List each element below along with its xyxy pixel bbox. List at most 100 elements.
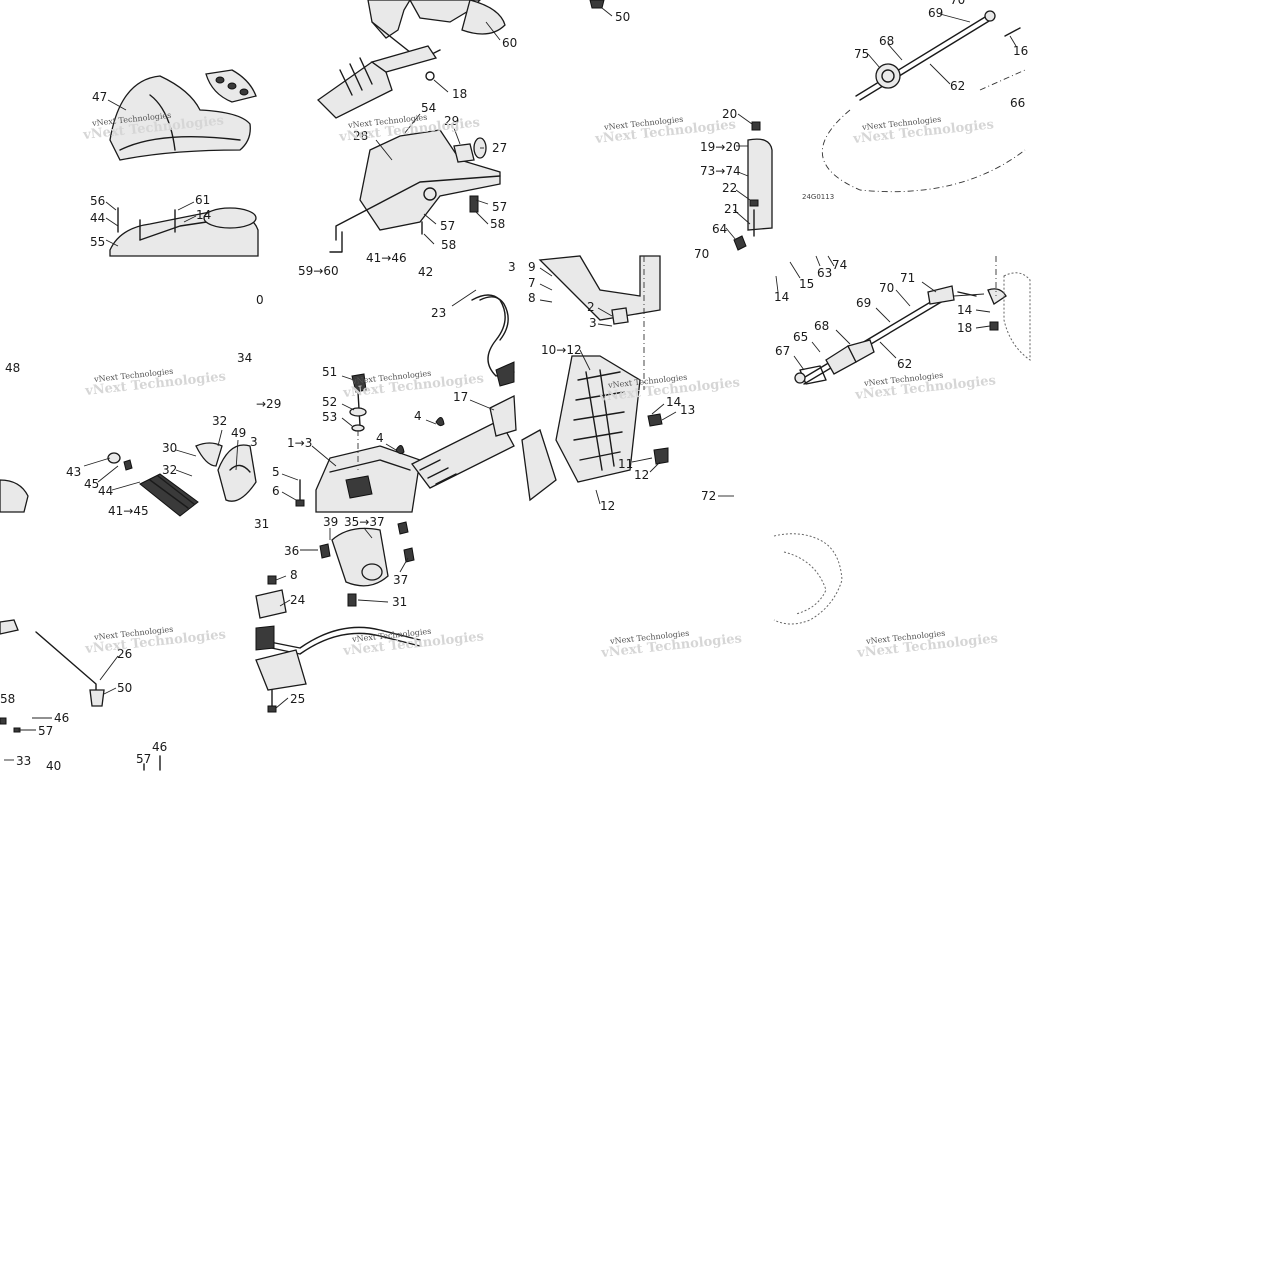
- handle-grip: [107, 452, 199, 517]
- callout-14: 14: [957, 303, 972, 317]
- callout-29: 29: [444, 114, 459, 128]
- callout-9: 9: [528, 260, 536, 274]
- callout-33: 33: [16, 754, 31, 768]
- callout-55: 55: [90, 235, 105, 249]
- callout-44: 44: [98, 484, 113, 498]
- callout-25: 25: [290, 692, 305, 706]
- callout-0: 0: [256, 293, 264, 307]
- callout-58: 58: [490, 217, 505, 231]
- callout-22: 22: [722, 181, 737, 195]
- callout-28: 28: [353, 129, 368, 143]
- callout-37: 37: [393, 573, 408, 587]
- left-foot-pad-edge: [0, 479, 29, 513]
- callout-6: 6: [272, 484, 280, 498]
- callout-12: 12: [600, 499, 615, 513]
- steering-bracket: [329, 129, 501, 253]
- callout-29: →29: [256, 397, 281, 411]
- callout-32: 32: [212, 414, 227, 428]
- callout-70: 70: [694, 247, 709, 261]
- grip-pad: [205, 69, 257, 103]
- throttle-lever: [195, 442, 257, 502]
- callout-23: 23: [431, 306, 446, 320]
- callout-8: 8: [290, 568, 298, 582]
- steering-cable-top: [822, 10, 1026, 193]
- callout-61: 61: [195, 193, 210, 207]
- watermark: vNext Technologies vNext Technologies: [84, 367, 227, 399]
- callout-56: 56: [90, 194, 105, 208]
- callout-47: 47: [92, 90, 107, 104]
- callout-69: 69: [856, 296, 871, 310]
- watermark: vNext Technologies vNext Technologies: [852, 115, 995, 147]
- watermark: vNext Technologies vNext Technologies: [84, 625, 227, 657]
- callout-67: 67: [775, 344, 790, 358]
- callout-10-12: 10→12: [541, 343, 582, 357]
- callout-5: 5: [272, 465, 280, 479]
- callout-45: 45: [84, 477, 99, 491]
- callout-20: 20: [722, 107, 737, 121]
- callout-31: 31: [254, 517, 269, 531]
- callout-50: 50: [117, 681, 132, 695]
- callout-35-37: 35→37: [344, 515, 385, 529]
- callout-46: 46: [152, 740, 167, 754]
- callout-19-20: 19→20: [700, 140, 741, 154]
- callout-14: 14: [774, 290, 789, 304]
- callout-65: 65: [793, 330, 808, 344]
- callout-41-46: 41→46: [366, 251, 407, 265]
- switch-housing: [319, 521, 415, 607]
- callout-26: 26: [117, 647, 132, 661]
- bracket-left-fragment: [0, 619, 105, 733]
- callout-70: 70: [879, 281, 894, 295]
- tie-rod: [255, 575, 421, 713]
- callout-36: 36: [284, 544, 299, 558]
- seat-cover: [109, 75, 251, 161]
- callout-69: 69: [928, 6, 943, 20]
- pivot-bolt-stack: [349, 373, 367, 470]
- callout-51: 51: [322, 365, 337, 379]
- callout-24: 24: [290, 593, 305, 607]
- callout-15: 15: [799, 277, 814, 291]
- callout-46: 46: [54, 711, 69, 725]
- callout-30: 30: [162, 441, 177, 455]
- callout-1-3: 1→3: [287, 436, 312, 450]
- steering-column: [395, 294, 517, 489]
- callout-57: 57: [136, 752, 151, 766]
- callout-62: 62: [897, 357, 912, 371]
- watermark: vNext Technologies vNext Technologies: [854, 371, 997, 403]
- callout-58: 58: [441, 238, 456, 252]
- callout-18: 18: [452, 87, 467, 101]
- upper-handlebar-housing: [316, 0, 506, 119]
- callout-64: 64: [712, 222, 727, 236]
- callout-2: 2: [587, 300, 595, 314]
- footrest-bracket: [109, 207, 259, 257]
- column-support: [521, 255, 669, 502]
- callout-31: 31: [392, 595, 407, 609]
- callout-13: 13: [680, 403, 695, 417]
- callout-50: 50: [615, 10, 630, 24]
- callout-43: 43: [66, 465, 81, 479]
- watermarks: vNext Technologies vNext Technologies vN…: [82, 111, 999, 661]
- callout-71: 71: [900, 271, 915, 285]
- callout-68: 68: [879, 34, 894, 48]
- callout-53: 53: [322, 410, 337, 424]
- callout-44: 44: [90, 211, 105, 225]
- callout-52: 52: [322, 395, 337, 409]
- leader-lines: [4, 7, 1017, 761]
- callout-27: 27: [492, 141, 507, 155]
- callout-7: 7: [528, 276, 536, 290]
- callout-3: 3: [250, 435, 258, 449]
- watermark: vNext Technologies vNext Technologies: [856, 629, 999, 661]
- callout-75: 75: [854, 47, 869, 61]
- steering-cable-lower: [794, 256, 1031, 385]
- callout-59-60: 59→60: [298, 264, 339, 278]
- seat-dotted-outline: [773, 533, 843, 625]
- callout-32: 32: [162, 463, 177, 477]
- callout-58: 58: [0, 692, 15, 706]
- bottom-hardware: [143, 755, 161, 771]
- callout-57: 57: [492, 200, 507, 214]
- small-bolt-icon: [589, 0, 605, 9]
- callout-11: 11: [618, 457, 633, 471]
- callout-labels: 50 60 18 54 28 29 27 57 58 57 58 42 41→4…: [0, 0, 1028, 773]
- callout-4: 4: [414, 409, 422, 423]
- callout-68: 68: [814, 319, 829, 333]
